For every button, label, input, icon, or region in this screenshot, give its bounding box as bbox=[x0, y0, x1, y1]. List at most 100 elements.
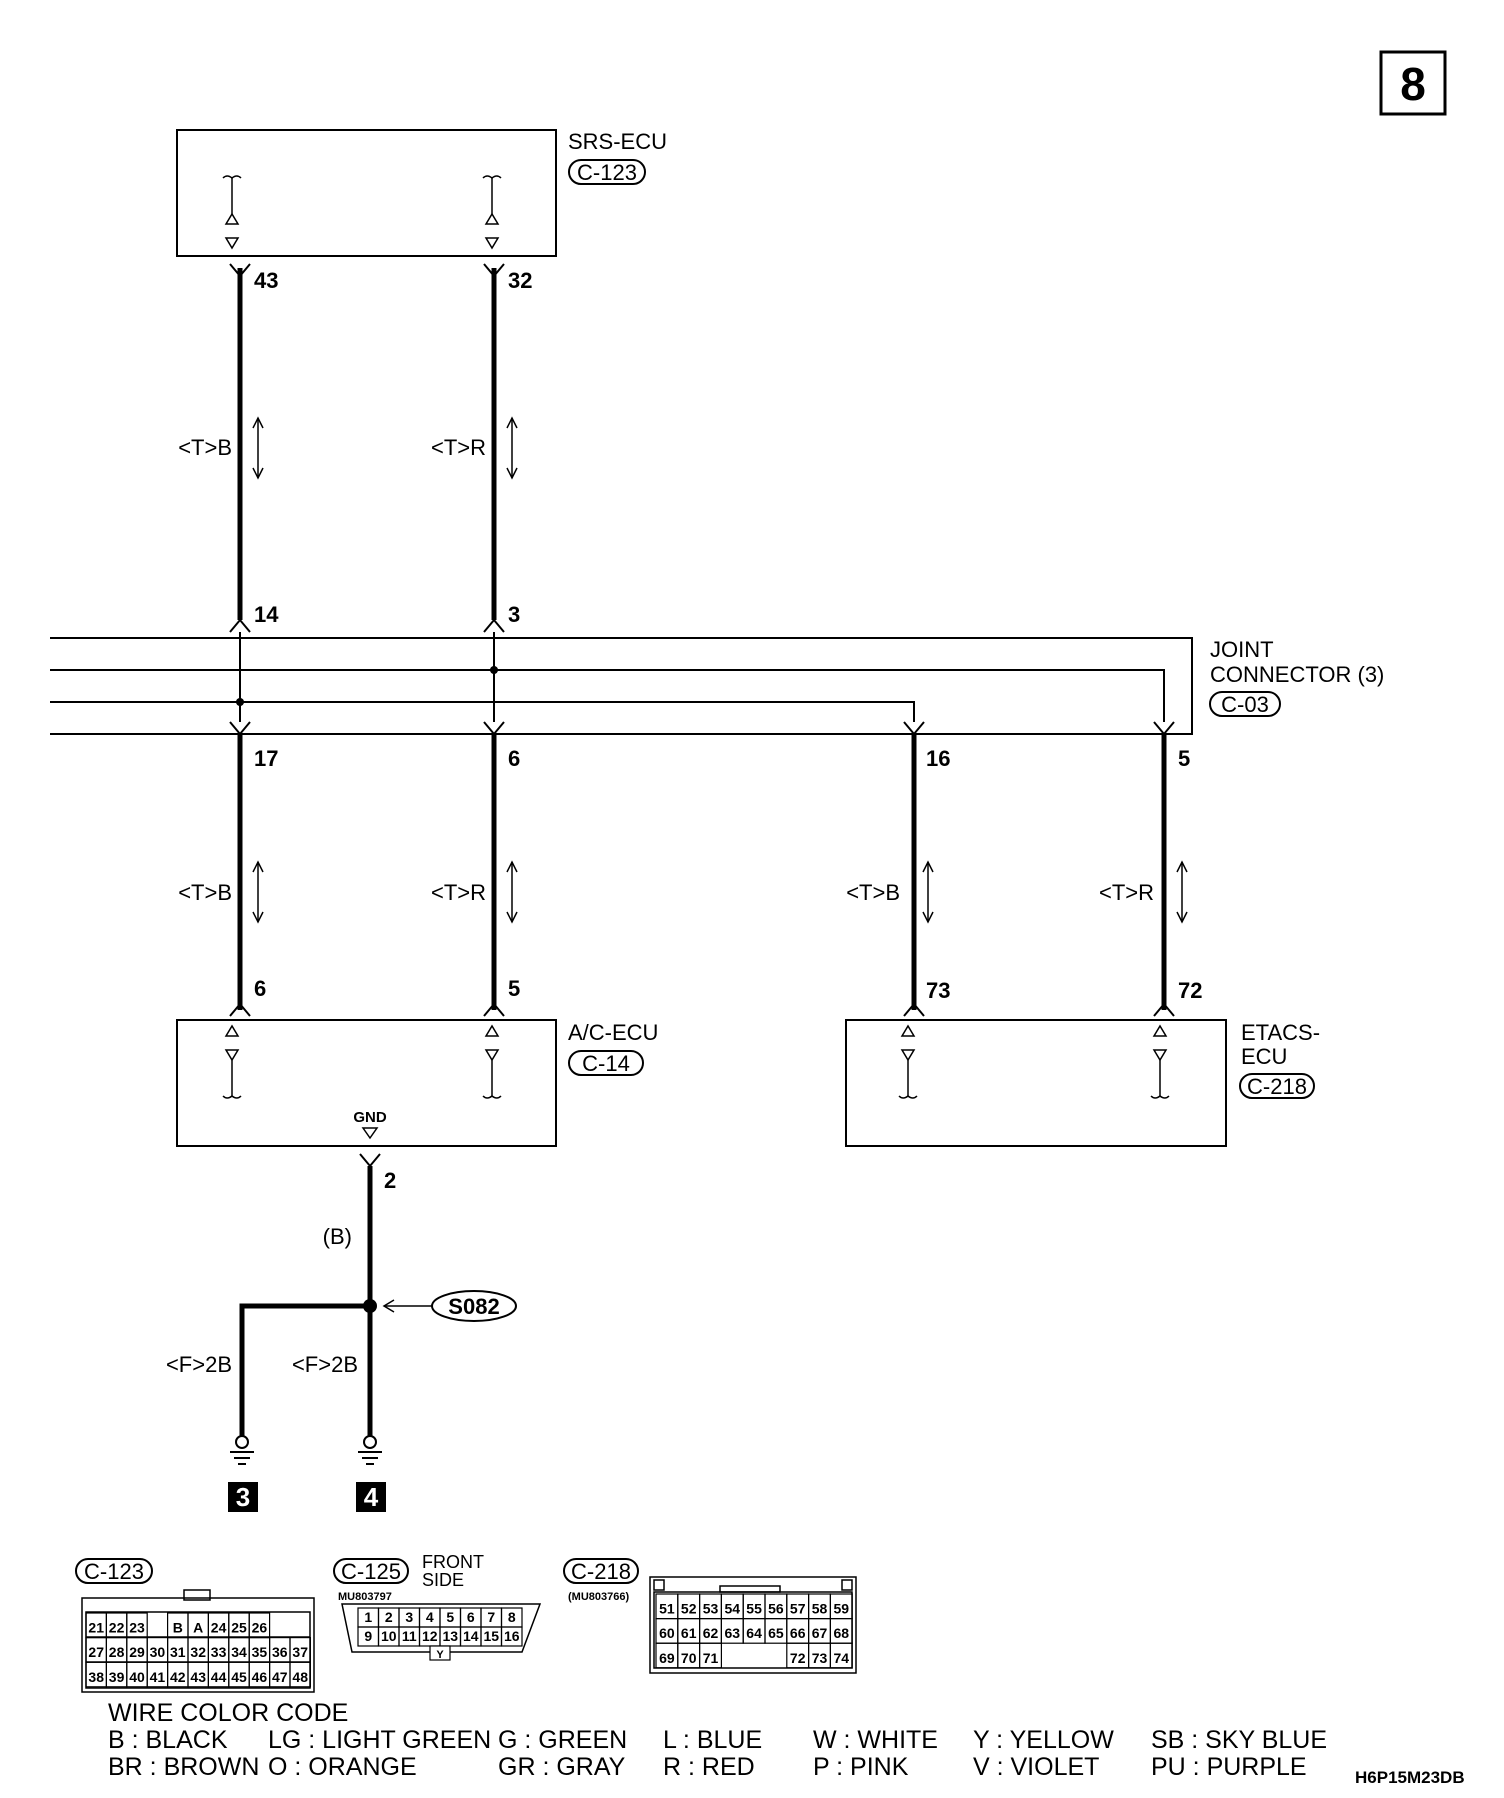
c218-pin-62: 62 bbox=[703, 1625, 719, 1641]
c123-pin-25: 25 bbox=[231, 1620, 247, 1636]
c123-pin-30: 30 bbox=[150, 1644, 166, 1660]
c125-key bbox=[429, 1645, 451, 1661]
c123-pin-44: 44 bbox=[211, 1669, 227, 1685]
c218-pin-58: 58 bbox=[812, 1601, 828, 1617]
srs-ecu-connector: C-123 bbox=[577, 160, 637, 185]
ac-ecu-box bbox=[176, 1019, 557, 1147]
wire-label-lower-3: <T>B bbox=[846, 880, 900, 905]
c218-pin-65: 65 bbox=[768, 1625, 784, 1641]
srs-ecu-terminals bbox=[222, 175, 502, 250]
c123-pin-A: A bbox=[193, 1620, 203, 1636]
srs-pin-43: 43 bbox=[254, 268, 278, 293]
joint-label-line2: CONNECTOR (3) bbox=[1210, 662, 1384, 687]
wire-color-entry: SB : SKY BLUE bbox=[1151, 1726, 1328, 1754]
c125-pin-10: 10 bbox=[381, 1628, 397, 1644]
c125-id: C-125 bbox=[341, 1559, 401, 1584]
c218-pin-73: 73 bbox=[812, 1650, 828, 1666]
ground-wire-left: <F>2B bbox=[166, 1352, 232, 1377]
joint-dot-1 bbox=[490, 666, 498, 674]
ground-point-4: 4 bbox=[364, 1482, 379, 1512]
upper-wires bbox=[229, 263, 518, 633]
c123-badge bbox=[75, 1558, 153, 1584]
splice-label: S082 bbox=[448, 1294, 499, 1319]
c218-pin-68: 68 bbox=[834, 1625, 850, 1641]
c218-badge bbox=[563, 1558, 639, 1584]
wire-color-entry: B : BLACK bbox=[108, 1726, 228, 1754]
etacs-ecu-label-2: ECU bbox=[1241, 1044, 1287, 1069]
c125-pin-11: 11 bbox=[402, 1628, 417, 1644]
c218-pin-55: 55 bbox=[746, 1601, 762, 1617]
ac-ecu-label: A/C-ECU bbox=[568, 1020, 658, 1045]
c218-pin-74: 74 bbox=[834, 1650, 850, 1666]
c218-pin-51: 51 bbox=[659, 1601, 675, 1617]
wire-label-lower-2: <T>R bbox=[431, 880, 486, 905]
c218-pin-66: 66 bbox=[790, 1625, 806, 1641]
c218-pin-52: 52 bbox=[681, 1601, 697, 1617]
wire-color-entry: BR : BROWN bbox=[108, 1753, 260, 1781]
c123-cell bbox=[289, 1661, 311, 1688]
joint-pin-6: 6 bbox=[508, 746, 520, 771]
ground-wires bbox=[230, 1153, 432, 1465]
c125-cell bbox=[500, 1626, 523, 1647]
c218-pin-64: 64 bbox=[746, 1625, 762, 1641]
joint-pin-3: 3 bbox=[508, 602, 520, 627]
wire-color-entry: R : RED bbox=[663, 1753, 755, 1781]
c123-pin-34: 34 bbox=[231, 1644, 247, 1660]
wire-color-entry: GR : GRAY bbox=[498, 1753, 626, 1781]
wire-color-entry: LG : LIGHT GREEN bbox=[268, 1726, 492, 1754]
joint-pin-17: 17 bbox=[254, 746, 278, 771]
c125-pin-4: 4 bbox=[426, 1609, 434, 1625]
joint-dot-2 bbox=[236, 698, 244, 706]
c123-pin-36: 36 bbox=[272, 1644, 288, 1660]
c123-pin-24: 24 bbox=[211, 1620, 227, 1636]
diagram-code: H6P15M23DB bbox=[1355, 1768, 1465, 1787]
c123-pin-48: 48 bbox=[292, 1669, 308, 1685]
wire-label-lower-1: <T>B bbox=[178, 880, 232, 905]
c125-part: MU803797 bbox=[338, 1591, 392, 1603]
c123-pin-42: 42 bbox=[170, 1669, 186, 1685]
c218-pin-56: 56 bbox=[768, 1601, 784, 1617]
wire-color-entry: PU : PURPLE bbox=[1151, 1753, 1307, 1781]
c125-pin-2: 2 bbox=[385, 1609, 393, 1625]
c125-pin-13: 13 bbox=[442, 1628, 458, 1644]
wire-label-lower-4: <T>R bbox=[1099, 880, 1154, 905]
c125-pin-8: 8 bbox=[508, 1609, 516, 1625]
gnd-pin-2: 2 bbox=[384, 1168, 396, 1193]
c125-badge bbox=[333, 1558, 409, 1584]
joint-pin-16: 16 bbox=[926, 746, 950, 771]
c123-pin-28: 28 bbox=[109, 1644, 125, 1660]
c123-pin-47: 47 bbox=[272, 1669, 288, 1685]
c218-pin-72: 72 bbox=[790, 1650, 806, 1666]
c123-pin-22: 22 bbox=[109, 1620, 125, 1636]
c218-pin-60: 60 bbox=[659, 1625, 675, 1641]
ac-pin-5: 5 bbox=[508, 976, 520, 1001]
c125-note-1: FRONT bbox=[422, 1552, 484, 1572]
c125-note-2: SIDE bbox=[422, 1570, 464, 1590]
c123-pin-32: 32 bbox=[190, 1644, 206, 1660]
c123-pin-41: 41 bbox=[150, 1669, 166, 1685]
etacs-ecu-connector-badge bbox=[1239, 1073, 1315, 1099]
etacs-ecu-terminals bbox=[898, 1024, 1170, 1099]
wire-color-entry: Y : YELLOW bbox=[973, 1726, 1114, 1754]
wire-label-upper-left: <T>B bbox=[178, 435, 232, 460]
c123-pin-31: 31 bbox=[170, 1644, 186, 1660]
c218-pin-69: 69 bbox=[659, 1650, 675, 1666]
wire-color-entry: L : BLUE bbox=[663, 1726, 763, 1754]
wire-color-entry: G : GREEN bbox=[498, 1726, 628, 1754]
c125-pin-1: 1 bbox=[364, 1609, 372, 1625]
joint-pin-5: 5 bbox=[1178, 746, 1190, 771]
c123-pin-40: 40 bbox=[129, 1669, 145, 1685]
c123-id: C-123 bbox=[84, 1559, 144, 1584]
c123-pin-23: 23 bbox=[129, 1620, 145, 1636]
c125-face bbox=[341, 1603, 542, 1653]
c218-pin-54: 54 bbox=[725, 1601, 741, 1617]
c123-pin-29: 29 bbox=[129, 1644, 145, 1660]
c123-pin-38: 38 bbox=[88, 1669, 104, 1685]
c218-cell bbox=[829, 1642, 853, 1669]
c123-pin-33: 33 bbox=[211, 1644, 227, 1660]
c218-pin-61: 61 bbox=[681, 1625, 697, 1641]
ground-wire-label: (B) bbox=[323, 1224, 352, 1249]
c125-pin-6: 6 bbox=[467, 1609, 475, 1625]
